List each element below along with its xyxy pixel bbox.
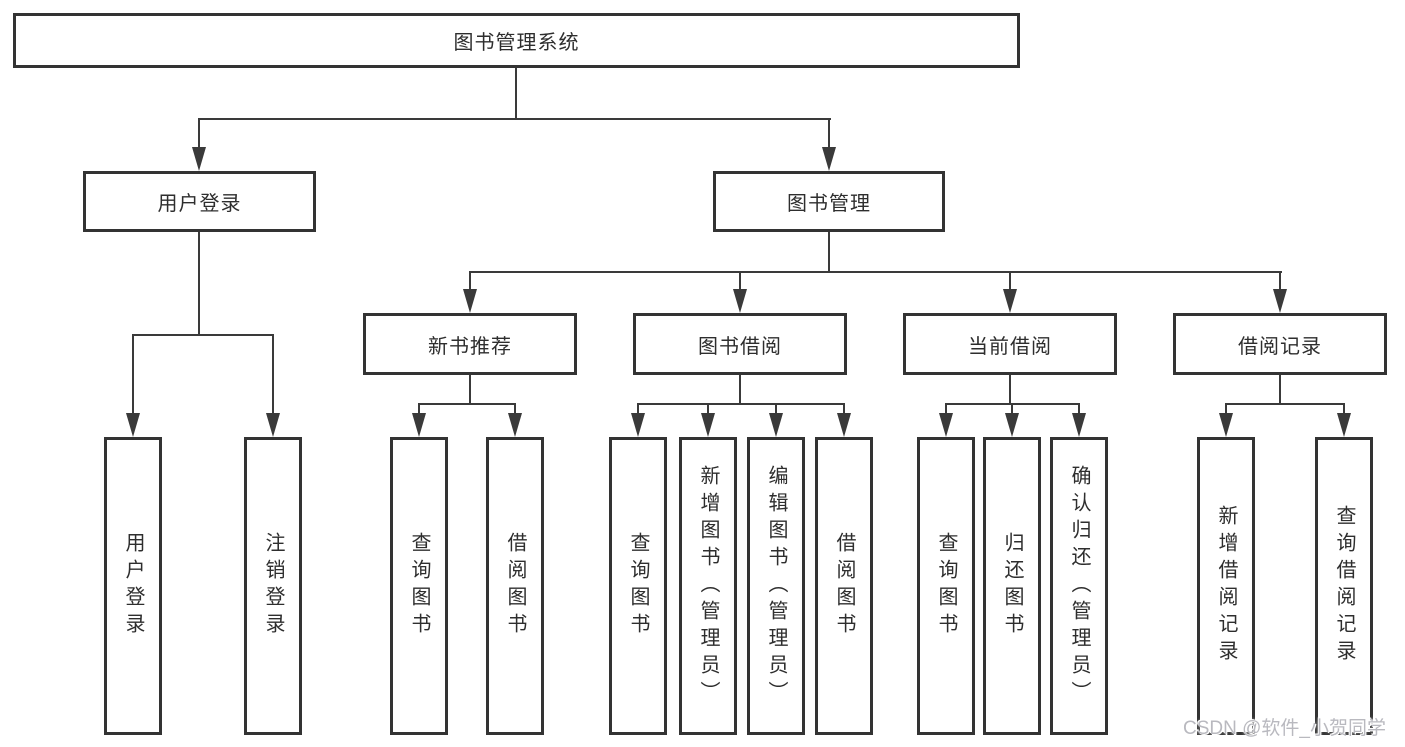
connector-line <box>469 271 1282 273</box>
node-label: 新增图书（管理员） <box>697 464 719 708</box>
node-label: 确认归还（管理员） <box>1068 464 1090 708</box>
connector-line <box>843 403 845 415</box>
connector-line <box>739 271 741 291</box>
connector-line <box>828 118 830 150</box>
connector-line <box>198 118 831 120</box>
node-label: 图书管理 <box>787 193 871 215</box>
connector-line <box>272 334 274 416</box>
arrow-down-icon <box>508 413 522 437</box>
arrow-down-icon <box>1005 413 1019 437</box>
connector-line <box>637 403 639 415</box>
arrow-down-icon <box>701 413 715 437</box>
leaf-query-books: 查询图书 <box>609 437 667 735</box>
node-borrowing-records: 借阅记录 <box>1173 313 1387 375</box>
arrow-down-icon <box>1273 289 1287 313</box>
arrow-down-icon <box>412 413 426 437</box>
leaf-edit-book-admin: 编辑图书（管理员） <box>747 437 805 735</box>
leaf-user-login: 用户登录 <box>104 437 162 735</box>
arrow-down-icon <box>1072 413 1086 437</box>
arrow-down-icon <box>1337 413 1351 437</box>
arrow-down-icon <box>1003 289 1017 313</box>
connector-line <box>132 334 274 336</box>
node-label: 查询图书 <box>935 532 957 640</box>
connector-line <box>514 403 516 415</box>
connector-line <box>637 403 845 405</box>
leaf-query-borrow-record: 查询借阅记录 <box>1315 437 1373 735</box>
leaf-borrow-books: 借阅图书 <box>815 437 873 735</box>
node-label: 新增借阅记录 <box>1215 505 1237 667</box>
connector-line <box>739 375 741 403</box>
node-label: 用户登录 <box>122 532 144 640</box>
node-label: 注销登录 <box>262 532 284 640</box>
node-label: 用户登录 <box>157 193 242 215</box>
connector-line <box>1009 271 1011 291</box>
leaf-add-book-admin: 新增图书（管理员） <box>679 437 737 735</box>
connector-line <box>469 375 471 403</box>
node-label: 编辑图书（管理员） <box>765 464 787 708</box>
connector-line <box>1279 271 1281 291</box>
connector-line <box>1343 403 1345 415</box>
node-label: 查询借阅记录 <box>1333 505 1355 667</box>
node-label: 查询图书 <box>408 532 430 640</box>
arrow-down-icon <box>733 289 747 313</box>
leaf-borrow-books: 借阅图书 <box>486 437 544 735</box>
arrow-down-icon <box>126 413 140 437</box>
connector-line <box>132 334 134 416</box>
node-label: 图书借阅 <box>698 335 782 358</box>
arrow-down-icon <box>769 413 783 437</box>
connector-line <box>1279 375 1281 403</box>
arrow-down-icon <box>939 413 953 437</box>
watermark: CSDN @软件_小贺同学 <box>1183 718 1386 739</box>
arrow-down-icon <box>631 413 645 437</box>
node-label: 归还图书 <box>1001 532 1023 640</box>
leaf-add-borrow-record: 新增借阅记录 <box>1197 437 1255 735</box>
node-label: 当前借阅 <box>968 335 1052 358</box>
arrow-down-icon <box>1219 413 1233 437</box>
arrow-down-icon <box>266 413 280 437</box>
leaf-query-books: 查询图书 <box>917 437 975 735</box>
node-book-management: 图书管理 <box>713 171 945 232</box>
connector-line <box>707 403 709 415</box>
leaf-query-books: 查询图书 <box>390 437 448 735</box>
connector-line <box>1078 403 1080 415</box>
arrow-down-icon <box>822 147 836 171</box>
connector-line <box>828 232 830 271</box>
connector-line <box>198 232 200 334</box>
connector-line <box>515 68 517 118</box>
arrow-down-icon <box>463 289 477 313</box>
connector-line <box>1225 403 1345 405</box>
node-label: 借阅图书 <box>504 532 526 640</box>
node-library-management-system: 图书管理系统 <box>13 13 1020 68</box>
node-book-borrowing: 图书借阅 <box>633 313 847 375</box>
connector-line <box>418 403 516 405</box>
connector-line <box>469 271 471 291</box>
node-user-login: 用户登录 <box>83 171 316 232</box>
connector-line <box>1225 403 1227 415</box>
leaf-confirm-return-admin: 确认归还（管理员） <box>1050 437 1108 735</box>
arrow-down-icon <box>837 413 851 437</box>
arrow-down-icon <box>192 147 206 171</box>
node-label: 新书推荐 <box>428 335 512 358</box>
connector-line <box>418 403 420 415</box>
leaf-return-books: 归还图书 <box>983 437 1041 735</box>
node-label: 图书管理系统 <box>453 32 580 54</box>
node-new-book-recommendation: 新书推荐 <box>363 313 577 375</box>
node-label: 查询图书 <box>627 532 649 640</box>
connector-line <box>1011 403 1013 415</box>
node-label: 借阅记录 <box>1238 335 1322 358</box>
node-label: 借阅图书 <box>833 532 855 640</box>
node-current-borrowing: 当前借阅 <box>903 313 1117 375</box>
leaf-logout: 注销登录 <box>244 437 302 735</box>
connector-line <box>198 118 200 150</box>
connector-line <box>945 403 947 415</box>
connector-line <box>775 403 777 415</box>
connector-line <box>1009 375 1011 403</box>
